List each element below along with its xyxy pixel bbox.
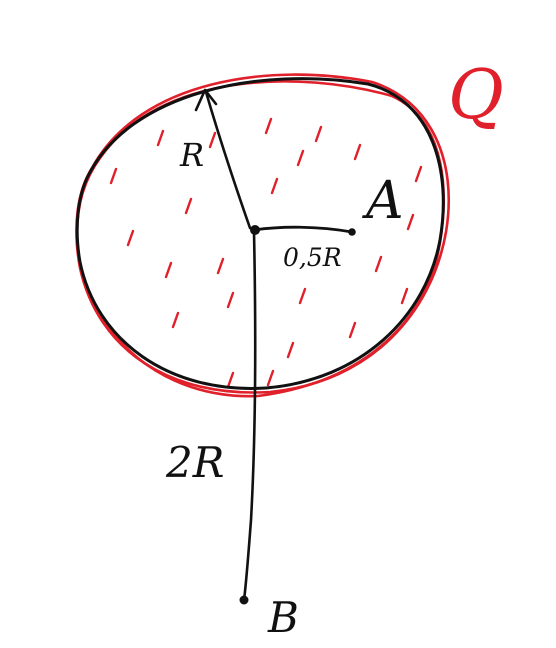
sphere-outline <box>75 77 445 390</box>
charge-hatching <box>109 117 423 389</box>
charge-hatch-mark <box>184 197 193 215</box>
charge-hatch-mark <box>298 287 307 305</box>
charge-hatch-mark <box>270 177 279 195</box>
charge-hatch-mark <box>314 125 323 143</box>
charge-hatch-mark <box>208 131 217 149</box>
radius-arrow <box>194 88 252 230</box>
offset-segment <box>252 225 354 234</box>
charge-hatch-mark <box>374 255 383 273</box>
charge-hatch-mark <box>296 149 305 167</box>
offset-label: 0,5R <box>283 243 342 272</box>
charge-hatch-mark <box>164 261 173 279</box>
sphere-center-point <box>250 225 260 235</box>
point-a-dot <box>348 228 356 236</box>
charge-hatch-mark <box>216 257 225 275</box>
charge-hatch-mark <box>406 213 415 231</box>
charge-hatch-mark <box>266 369 275 387</box>
charge-hatch-mark <box>109 167 118 185</box>
charge-symbol: Q <box>448 56 504 135</box>
charge-hatch-mark <box>156 129 165 147</box>
charge-hatch-mark <box>353 143 362 161</box>
charge-hatch-mark <box>264 117 273 135</box>
charge-hatch-mark <box>226 291 235 309</box>
distance-line <box>242 230 257 602</box>
distance-label: 2R <box>165 438 224 487</box>
charge-hatch-mark <box>400 287 409 305</box>
point-a-label: A <box>362 171 404 231</box>
charge-hatch-mark <box>348 321 357 339</box>
point-b-dot <box>239 595 249 605</box>
charge-hatch-mark <box>414 165 423 183</box>
charge-hatch-mark <box>171 311 180 329</box>
point-b-label: B <box>267 593 299 642</box>
charge-hatch-mark <box>286 341 295 359</box>
radius-label: R <box>179 136 204 174</box>
charge-hatch-mark <box>226 371 235 389</box>
charge-hatch-mark <box>126 229 135 247</box>
